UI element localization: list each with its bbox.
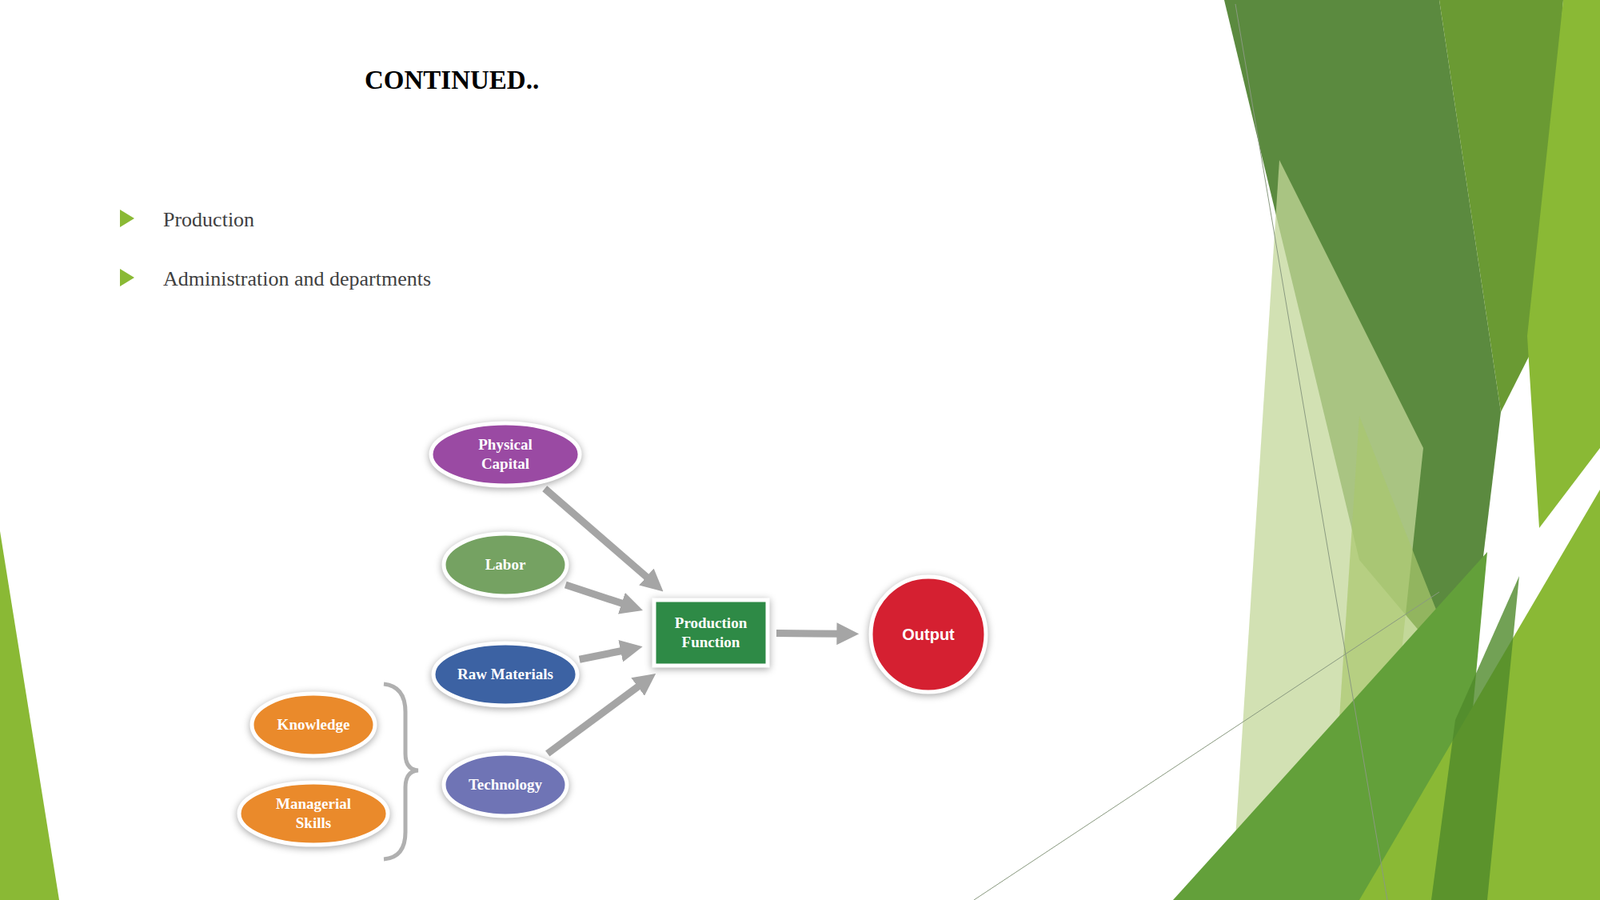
node-label: Output (901, 624, 955, 645)
input-ellipse: Managerial Skills (236, 779, 391, 847)
input-ellipse-outline (428, 420, 583, 488)
bullet-text: Production (163, 207, 255, 232)
input-ellipse: Labor (441, 530, 570, 599)
node-label: Physical Capital (455, 434, 555, 474)
lower-band (1431, 575, 1520, 900)
lower-band (1359, 489, 1600, 900)
grouping-brace (383, 683, 419, 859)
bullet-marker (119, 209, 135, 228)
input-ellipse: Knowledge (249, 690, 378, 759)
bullet-text: Administration and departments (163, 267, 431, 292)
flow-arrow (565, 584, 626, 605)
node-label: Knowledge (277, 714, 351, 735)
node-label: Technology (468, 774, 543, 795)
node-label: Managerial Skills (263, 794, 364, 833)
input-ellipse: Technology (441, 750, 570, 818)
node-label: Raw Materials (457, 664, 554, 684)
input-ellipse-outline (236, 779, 391, 847)
process-box-outline (651, 597, 771, 668)
process-box: Production Function (651, 597, 771, 668)
thin-line (1235, 3, 1388, 900)
input-ellipse: Raw Materials (430, 640, 580, 708)
flow-arrow (776, 629, 842, 638)
left-accent (0, 530, 60, 900)
bullet-marker (119, 268, 135, 287)
input-ellipse: Physical Capital (428, 420, 583, 488)
flow-arrow (579, 650, 626, 660)
light-band (1527, 0, 1600, 528)
node-label: Labor (485, 554, 527, 575)
output-circle: Output (868, 574, 989, 695)
thin-line (973, 591, 1440, 900)
slide-title: CONTINUED.. (364, 65, 539, 96)
node-label: Production Function (666, 613, 756, 652)
